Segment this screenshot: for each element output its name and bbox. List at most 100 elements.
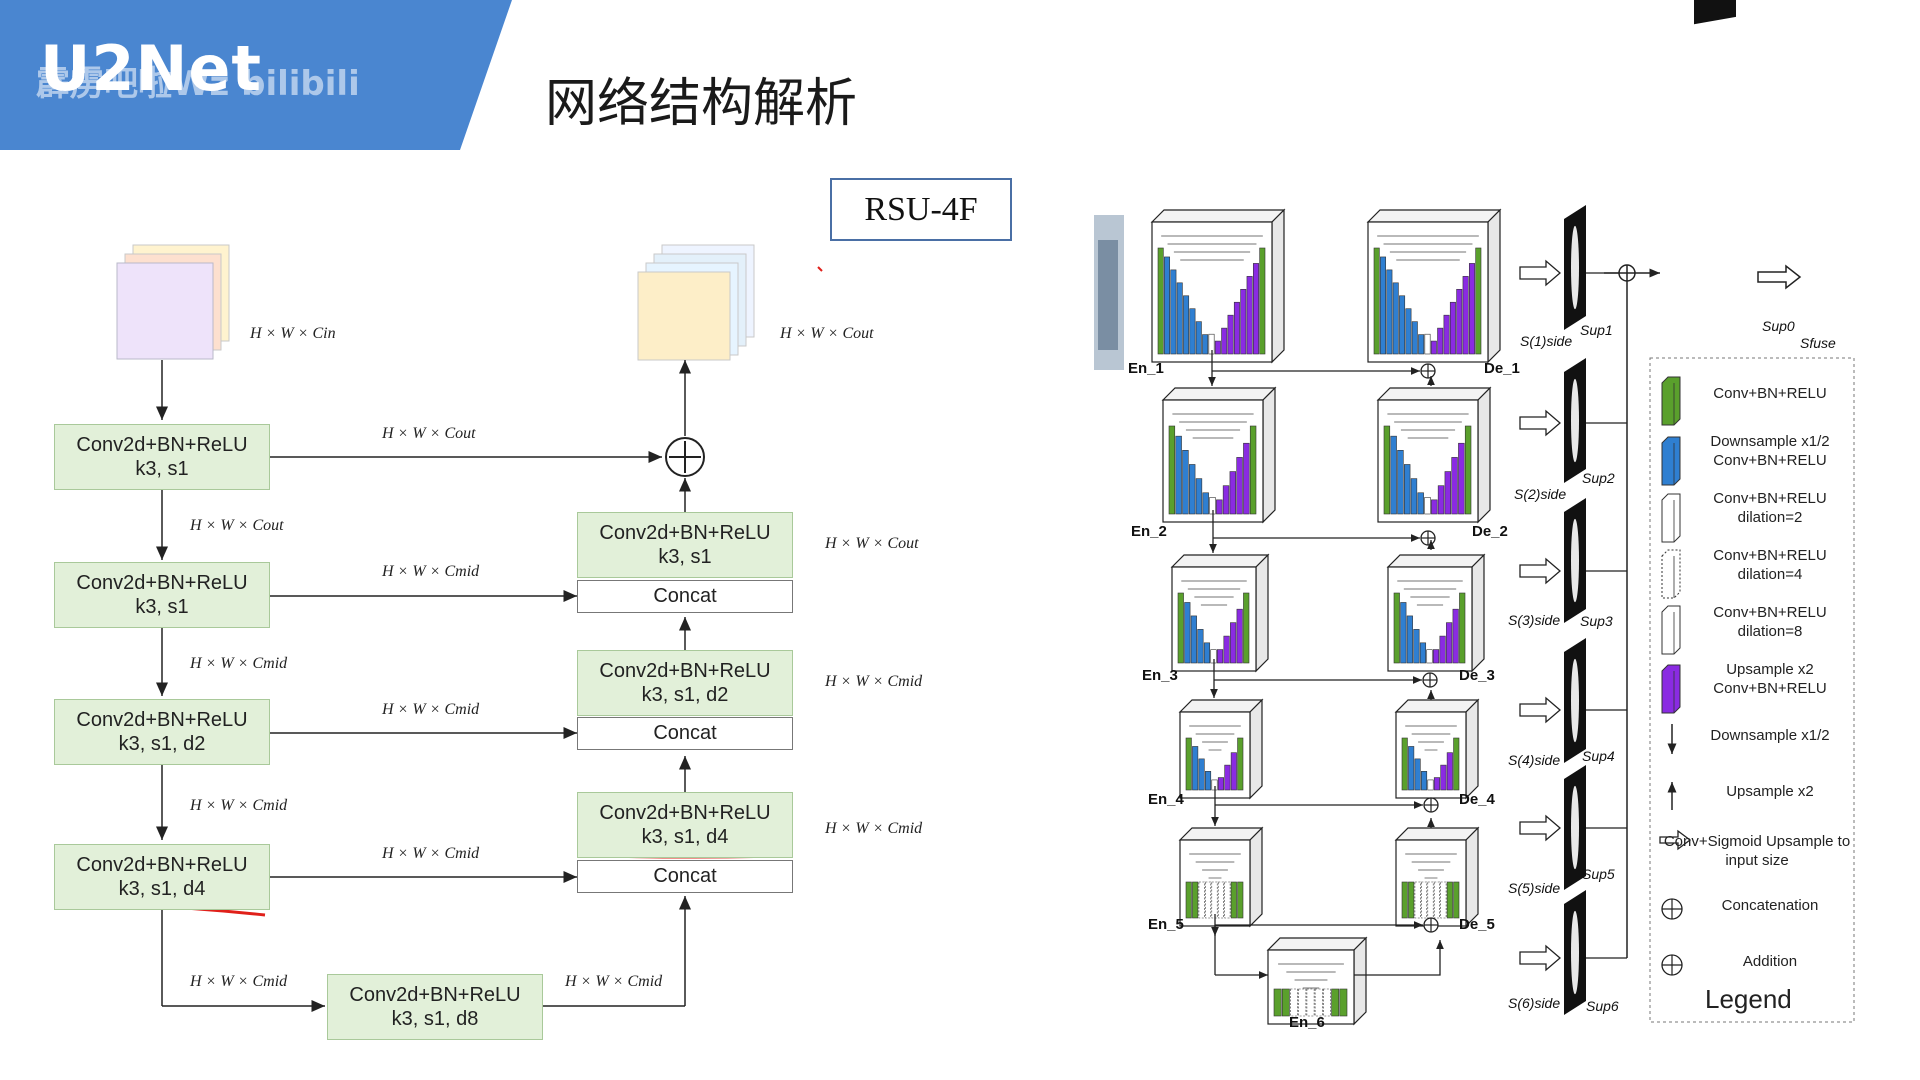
- block-params: k3, s1, d4: [118, 878, 206, 900]
- block-op: Conv2d+BN+ReLU: [599, 522, 771, 544]
- block-op: Conv2d+BN+ReLU: [76, 854, 248, 876]
- legend-item-9: Conv+Sigmoid Upsample to input size: [1663, 833, 1851, 869]
- en-label-6: En_6: [1289, 1014, 1325, 1031]
- side-output-5: [1519, 765, 1627, 890]
- purple-block-icon: [1661, 664, 1681, 714]
- output-feature-map: [637, 244, 755, 361]
- fuse-node: [1618, 264, 1636, 282]
- dim-enc1-out: H × W × Cout: [382, 425, 476, 442]
- sup-label-3: Sup3: [1580, 613, 1613, 629]
- addition-node: [665, 437, 705, 477]
- encoder-block-1: Conv2d+BN+ReLU k3, s1: [54, 424, 270, 490]
- concat-node-3: [1422, 672, 1438, 688]
- en-block-5: [1178, 826, 1264, 928]
- encoder-block-3: Conv2d+BN+ReLU k3, s1, d2: [54, 699, 270, 765]
- side-output-3: [1519, 498, 1627, 623]
- concat-node-4: [1423, 797, 1439, 813]
- sup-label-1: Sup1: [1580, 322, 1613, 338]
- sup-label-4: Sup4: [1582, 748, 1615, 764]
- legend-item-5: Conv+BN+RELU dilation=8: [1713, 604, 1827, 640]
- concatenation-icon: [1661, 898, 1683, 920]
- header-banner: [0, 0, 520, 150]
- de-label-4: De_4: [1459, 791, 1495, 808]
- en-block-2: [1161, 386, 1277, 524]
- dim-dec3: H × W × Cmid: [825, 820, 923, 837]
- block-params: k3, s1, d8: [391, 1008, 479, 1030]
- dim-enc2-out: H × W × Cmid: [382, 563, 480, 580]
- block-op: Conv2d+BN+ReLU: [76, 434, 248, 456]
- dim-down2: H × W × Cmid: [190, 655, 288, 672]
- decoder-block-2: Conv2d+BN+ReLU k3, s1, d2: [577, 650, 793, 716]
- output-dim-label: H × W × Cout: [780, 325, 874, 342]
- dim-to-bottom: H × W × Cmid: [190, 973, 288, 990]
- block-op: Conv2d+BN+ReLU: [349, 984, 521, 1006]
- output-arrow-icon: [1757, 264, 1802, 290]
- decoder-block-1: Conv2d+BN+ReLU k3, s1: [577, 512, 793, 578]
- side-label-2: S(2)side: [1514, 486, 1567, 502]
- dim-bottom-out: H × W × Cmid: [565, 973, 663, 990]
- en-block-4: [1178, 698, 1264, 800]
- legend-item-1: Conv+BN+RELU: [1713, 385, 1827, 402]
- block-params: k3, s1, d2: [118, 733, 206, 755]
- block-params: k3, s1: [135, 596, 189, 618]
- side-label-3: S(3)side: [1508, 612, 1561, 628]
- legend-item-10: Concatenation: [1721, 897, 1819, 914]
- green-block-icon: [1661, 376, 1681, 426]
- banner-background: [0, 0, 512, 150]
- de-block-3: [1386, 553, 1486, 673]
- sfuse-label: Sfuse: [1800, 335, 1836, 351]
- blue-block-icon: [1661, 436, 1681, 486]
- legend-item-2: Downsample x1/2 Conv+BN+RELU: [1710, 433, 1830, 469]
- block-op: Conv2d+BN+ReLU: [76, 709, 248, 731]
- input-dim-label: H × W × Cin: [250, 325, 336, 342]
- de-block-4: [1394, 698, 1480, 800]
- page-title: 网络结构解析: [545, 74, 858, 134]
- de-label-5: De_5: [1459, 916, 1495, 933]
- en-label-3: En_3: [1142, 667, 1178, 684]
- legend-item-6: Upsample x2 Conv+BN+RELU: [1713, 661, 1827, 697]
- fused-stack-icon: [1694, 0, 1736, 25]
- legend-item-3: Conv+BN+RELU dilation=2: [1713, 490, 1827, 526]
- de-label-1: De_1: [1484, 360, 1520, 377]
- en-label-2: En_2: [1131, 523, 1167, 540]
- sup-label-5: Sup5: [1582, 866, 1615, 882]
- dim-enc4-out: H × W × Cmid: [382, 845, 480, 862]
- block-op: Conv2d+BN+ReLU: [76, 572, 248, 594]
- white-block-icon: [1661, 493, 1681, 543]
- encoder-block-2: Conv2d+BN+ReLU k3, s1: [54, 562, 270, 628]
- de-label-3: De_3: [1459, 667, 1495, 684]
- side-label-4: S(4)side: [1508, 752, 1561, 768]
- en-label-4: En_4: [1148, 791, 1184, 808]
- decoder-block-3: Conv2d+BN+ReLU k3, s1, d4: [577, 792, 793, 858]
- concat-node-1: [1420, 363, 1436, 379]
- de-label-2: De_2: [1472, 523, 1508, 540]
- dotted-block-icon: [1661, 549, 1681, 599]
- addition-icon: [1661, 954, 1683, 976]
- sup0-label: Sup0: [1762, 318, 1795, 334]
- hollow-arrow-icon: [1659, 829, 1692, 851]
- block-params: k3, s1: [135, 458, 189, 480]
- input-feature-map: [116, 244, 230, 360]
- en-label-1: En_1: [1128, 360, 1164, 377]
- side-label-1: S(1)side: [1520, 333, 1573, 349]
- en-block-3: [1170, 553, 1270, 673]
- legend-title: Legend: [1705, 984, 1792, 1014]
- block-op: Conv2d+BN+ReLU: [599, 660, 771, 682]
- block-params: k3, s1: [658, 546, 712, 568]
- dim-down3: H × W × Cmid: [190, 797, 288, 814]
- side-output-4: [1519, 638, 1627, 763]
- dim-dec1: H × W × Cout: [825, 535, 919, 552]
- rsu-label-box: RSU-4F: [830, 178, 1012, 241]
- dim-down1: H × W × Cout: [190, 517, 284, 534]
- block-params: k3, s1, d4: [641, 826, 729, 848]
- side-output-2: [1519, 358, 1627, 483]
- en-label-5: En_5: [1148, 916, 1184, 933]
- watermark-text: 霹雳吧啦Wz bilibili: [36, 64, 360, 104]
- concat-node-2: [1420, 530, 1436, 546]
- side-output-6: [1519, 890, 1627, 1015]
- de-block-5: [1394, 826, 1480, 928]
- sup-label-6: Sup6: [1586, 998, 1619, 1014]
- side-output-1: [1519, 205, 1627, 330]
- sup-label-2: Sup2: [1582, 470, 1615, 486]
